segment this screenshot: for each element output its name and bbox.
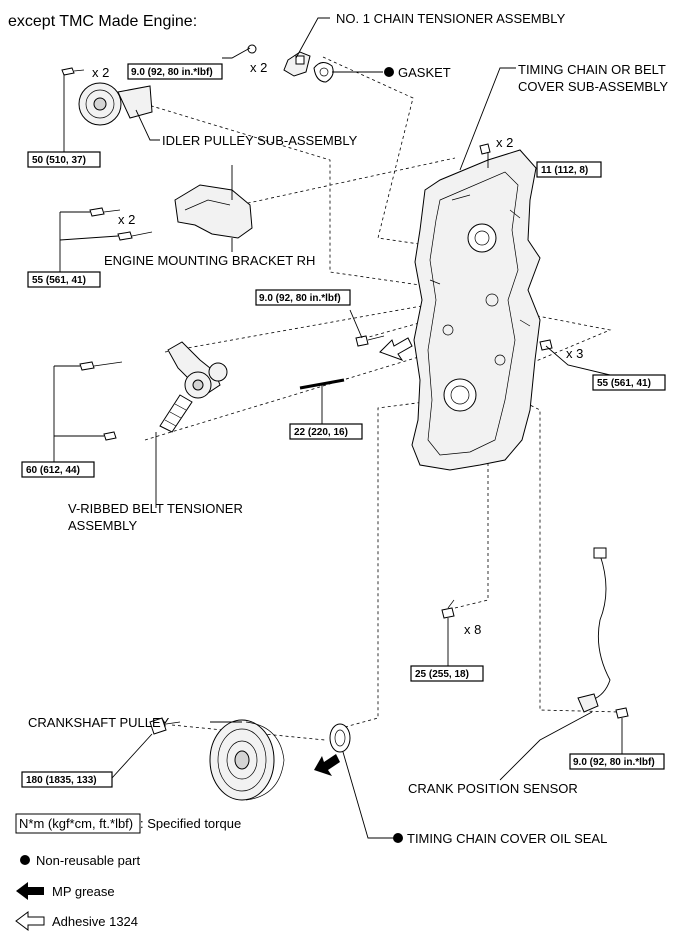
mounting-bracket-part — [89, 165, 253, 241]
non-reusable-marker-icon — [393, 833, 403, 843]
fasteners — [299, 143, 629, 719]
label-belt-tensioner-line2: ASSEMBLY — [68, 518, 137, 533]
qty-cover-top-nut: x 2 — [496, 135, 513, 150]
torque-tensioner: 9.0 (92, 80 in.*lbf) — [131, 67, 213, 78]
legend-non-reusable-icon — [20, 855, 30, 865]
torque-belt-tensioner: 60 (612, 44) — [26, 465, 80, 476]
torque-idler: 50 (510, 37) — [32, 155, 86, 166]
crankshaft-pulley-part — [149, 717, 285, 801]
legend-torque-desc: : Specified torque — [140, 816, 241, 831]
timing-chain-cover — [411, 149, 541, 471]
torque-box-bracket — [27, 271, 101, 288]
legend-mp-grease: MP grease — [52, 884, 115, 899]
qty-bracket-bolts: x 2 — [118, 212, 135, 227]
torque-bracket: 55 (561, 41) — [32, 275, 86, 286]
legend-adhesive: Adhesive 1324 — [52, 914, 138, 929]
crank-sensor-part — [577, 547, 611, 713]
legend: N*m (kgf*cm, ft.*lbf) : Specified torque… — [15, 813, 241, 931]
torque-cover-center: 9.0 (92, 80 in.*lbf) — [259, 293, 341, 304]
assembly-dashed-lines — [121, 56, 621, 741]
torque-box-crank-pulley — [21, 771, 113, 788]
diagram-title: except TMC Made Engine: — [8, 13, 197, 30]
torque-box-cover-center — [255, 289, 351, 306]
label-gasket: GASKET — [398, 65, 451, 80]
torque-box-stud — [289, 423, 363, 440]
torque-cover-bottom: 25 (255, 18) — [415, 669, 469, 680]
qty-idler-bolt: x 2 — [92, 65, 109, 80]
label-timing-cover-line2: COVER SUB-ASSEMBLY — [518, 79, 668, 94]
label-timing-cover-line1: TIMING CHAIN OR BELT — [518, 62, 666, 77]
label-idler-pulley: IDLER PULLEY SUB-ASSEMBLY — [162, 133, 358, 148]
torque-stud: 22 (220, 16) — [294, 427, 348, 438]
torque-box-belt-tensioner — [21, 461, 95, 478]
torque-box-cover-top — [536, 161, 602, 178]
torque-cover-right: 55 (561, 41) — [597, 378, 651, 389]
torque-box-crank-sensor — [569, 753, 665, 770]
label-mounting-bracket: ENGINE MOUNTING BRACKET RH — [104, 253, 315, 268]
legend-torque-box — [15, 813, 141, 834]
torque-box-idler — [27, 151, 101, 168]
torque-crank-sensor: 9.0 (92, 80 in.*lbf) — [573, 757, 655, 768]
legend-non-reusable: Non-reusable part — [36, 853, 140, 868]
gasket-part — [313, 62, 334, 83]
leader-lines — [53, 17, 623, 839]
idler-pulley-part — [61, 67, 153, 126]
torque-box-cover-bottom — [410, 665, 484, 682]
legend-mp-grease-icon — [16, 882, 44, 900]
mp-grease-arrow-icon — [314, 754, 340, 776]
torque-cover-top: 11 (112, 8) — [541, 165, 588, 176]
qty-cover-bottom-bolts: x 8 — [464, 622, 481, 637]
oil-seal-part — [329, 723, 351, 753]
qty-cover-right-bolts: x 3 — [566, 346, 583, 361]
label-crankshaft-pulley: CRANKSHAFT PULLEY — [28, 715, 170, 730]
legend-adhesive-icon — [15, 911, 45, 931]
adhesive-arrow-icon — [379, 337, 413, 361]
label-belt-tensioner-line1: V-RIBBED BELT TENSIONER — [68, 501, 243, 516]
legend-torque-box-text: N*m (kgf*cm, ft.*lbf) — [19, 816, 133, 831]
torque-box-cover-right — [592, 374, 666, 391]
belt-tensioner-part — [79, 341, 228, 441]
label-chain-tensioner: NO. 1 CHAIN TENSIONER ASSEMBLY — [336, 11, 566, 26]
non-reusable-marker-icon — [384, 67, 394, 77]
qty-tensioner-nut: x 2 — [250, 60, 267, 75]
label-oil-seal: TIMING CHAIN COVER OIL SEAL — [407, 831, 607, 846]
torque-box-tensioner — [127, 63, 223, 80]
torque-crank-pulley: 180 (1835, 133) — [26, 775, 97, 786]
label-crank-sensor: CRANK POSITION SENSOR — [408, 781, 578, 796]
